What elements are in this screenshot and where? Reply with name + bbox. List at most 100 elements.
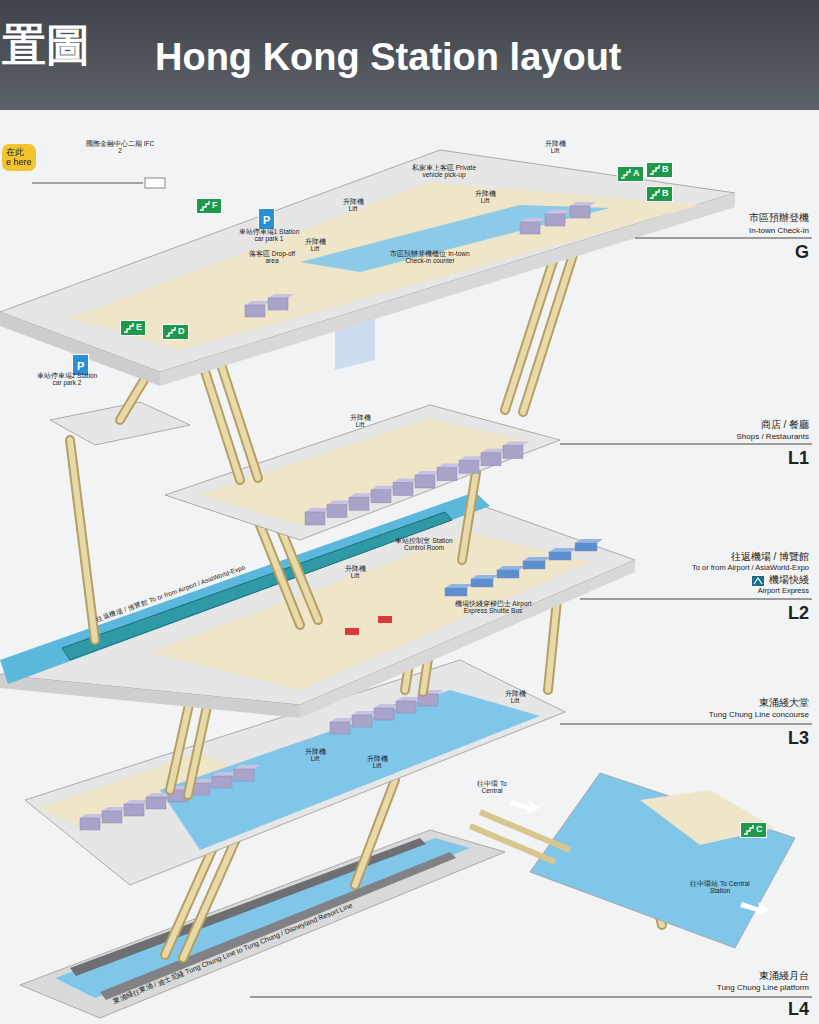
shop-block (520, 222, 540, 234)
area-label: 市區預辦登機櫃位 In-town Check-in counter (385, 250, 475, 265)
escalator (523, 255, 573, 412)
stairs-icon (200, 201, 210, 211)
sign-text: C (756, 825, 763, 835)
level-label: To or from Airport / AsiaWorld-Expo (692, 564, 809, 573)
illustration-shape (250, 997, 812, 998)
shop-block (245, 301, 271, 305)
level-label: L4 (788, 999, 809, 1020)
area-label: 升降機 Lift (300, 238, 330, 253)
title-chinese: 置圖 (2, 20, 90, 71)
sign-text: P (263, 214, 270, 226)
shop-block (570, 206, 590, 218)
shop-block (234, 769, 254, 781)
stairs-icon (200, 201, 209, 210)
illustration-shape (20, 830, 505, 1018)
shop-block (481, 453, 501, 466)
illustration-shape (150, 532, 590, 690)
level-l4 (20, 830, 505, 1018)
exit-sign: D (162, 324, 189, 340)
stairs-icon (650, 189, 659, 198)
illustration-shape (70, 182, 700, 350)
illustration-shape (740, 902, 770, 916)
exit-sign: E (120, 320, 146, 336)
level-label: Shops / Restaurants (737, 432, 809, 441)
shop-block (503, 445, 523, 458)
background (0, 110, 819, 1024)
shuttle-bus (575, 543, 597, 551)
shop-block (396, 701, 416, 713)
illustration-shape (754, 578, 762, 584)
stairs-icon (124, 323, 134, 333)
escalator (70, 440, 95, 640)
stairs-icon (650, 189, 660, 199)
shop-block (146, 797, 166, 809)
area-label: 機場快綫穿梭巴士 Airport Express Shuttle Bus (448, 600, 538, 615)
exit-sign: B (646, 186, 673, 202)
illustration-shape (580, 599, 812, 600)
shop-block (245, 305, 265, 317)
shop-block (327, 505, 347, 518)
stairs-icon (744, 825, 754, 835)
shuttle-bus (497, 570, 519, 578)
shop-block (371, 490, 391, 503)
shuttle-bus (471, 579, 493, 587)
sign-text: A (633, 169, 640, 179)
sign-text: e here (6, 157, 32, 167)
sign-text: B (662, 189, 669, 199)
level-label: 東涌綫月台 (759, 970, 809, 982)
escalator (70, 440, 95, 640)
you-are-here-tag: 在此e here (2, 144, 36, 171)
shop-block (102, 811, 122, 823)
area-label: 往中環站 To Central Station (688, 880, 752, 895)
illustration-shape (62, 512, 452, 660)
stairs-icon (744, 825, 753, 834)
illustration-shape (378, 616, 392, 623)
illustration-shape (510, 800, 540, 814)
shop-block (459, 460, 479, 473)
area-label: 往中環 To Central (466, 780, 518, 795)
shop-block (545, 214, 565, 226)
area-label: 升降機 Lift (300, 748, 330, 763)
shuttle-bus (523, 557, 551, 561)
illustration-shape (640, 790, 775, 845)
stairs-icon (650, 165, 659, 174)
sign-text: B (662, 165, 669, 175)
shop-block (268, 294, 294, 298)
stairs-icon (650, 165, 660, 175)
illustration-shape (480, 812, 570, 850)
illustration-shape (635, 238, 812, 239)
illustration-shape (200, 418, 530, 525)
shuttle-bus (523, 561, 545, 569)
sign-text: E (136, 323, 142, 333)
level-label: Airport Express (758, 587, 809, 596)
illustration-shape (752, 576, 764, 586)
stairs-icon (621, 169, 630, 178)
shop-block (330, 722, 350, 734)
shop-block (503, 441, 529, 445)
illustration-shape (160, 690, 540, 850)
level-label: 市區預辦登機 (749, 212, 809, 224)
area-label: 升降機 Lift (540, 140, 570, 155)
area-label: 升降機 Lift (340, 565, 370, 580)
shop-block (437, 468, 457, 481)
illustration-shape (560, 444, 812, 445)
area-label: 私家車上客區 Private vehicle pick-up (405, 164, 483, 179)
illustration-shape (0, 675, 300, 718)
stairs-icon (166, 327, 176, 337)
shop-block (349, 497, 369, 510)
area-label: 車站停車場2 Station car park 2 (36, 372, 98, 387)
parking-sign: P (258, 208, 275, 230)
shop-block (80, 818, 100, 830)
shuttle-bus (445, 588, 467, 596)
shop-block (124, 804, 144, 816)
shuttle-bus (445, 584, 473, 588)
shop-block (234, 765, 260, 769)
area-label: 升降機 Lift (500, 690, 530, 705)
level-l2 (0, 492, 764, 718)
shop-block (520, 218, 546, 222)
area-label: 升降機 Lift (470, 190, 500, 205)
sign-text: D (178, 327, 185, 337)
area-label: 國際金融中心二期 IFC 2 (85, 140, 155, 155)
stairs-icon (124, 323, 133, 332)
